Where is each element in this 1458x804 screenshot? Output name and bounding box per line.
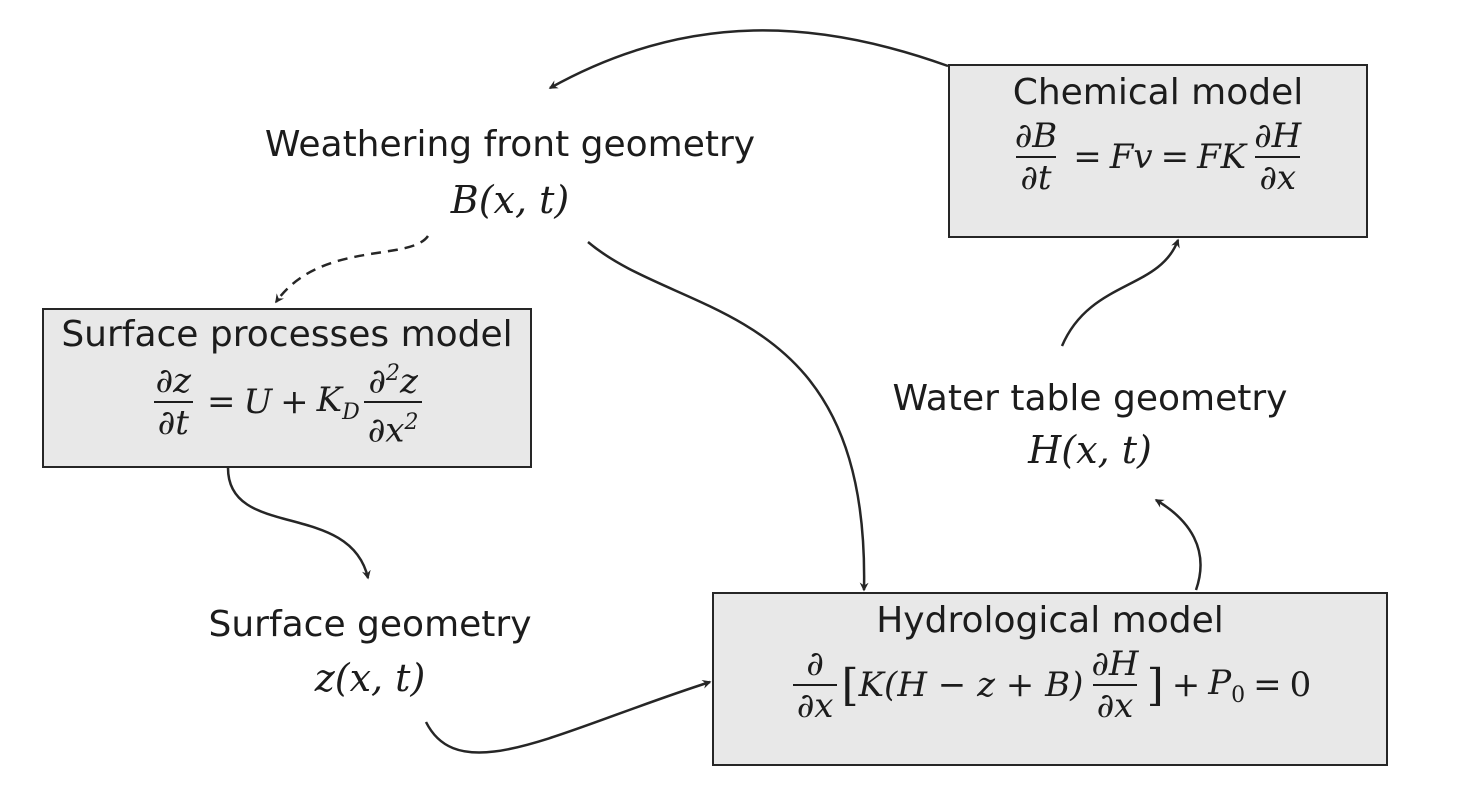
- surface-processes-equation: ∂z ∂t = U + KD ∂2z ∂x2: [44, 356, 530, 449]
- chemical-equation: ∂B ∂t = Fv = FK ∂H ∂x: [950, 118, 1366, 196]
- edge-hydrological-to-water-table: [1154, 498, 1202, 591]
- hydrological-derivative-fraction: ∂ ∂x: [792, 646, 838, 724]
- water-table-title: Water table geometry: [892, 378, 1288, 419]
- water-table-variable: H(x, t): [1028, 428, 1152, 472]
- edge-water-table-to-chemical: [1060, 238, 1180, 347]
- node-surface-processes-model: Surface processes model ∂z ∂t = U + KD ∂…: [42, 308, 532, 468]
- node-water-table: Water table geometry H(x, t): [870, 378, 1310, 472]
- node-surface-geometry: Surface geometry z(x, t): [170, 604, 570, 700]
- surface-variable: z(x, t): [314, 656, 426, 700]
- hydrological-title: Hydrological model: [876, 600, 1224, 641]
- edge-surface-to-hydrological: [424, 680, 712, 754]
- surface-processes-lhs-fraction: ∂z ∂t: [153, 361, 193, 444]
- weathering-variable: B(x, t): [450, 178, 570, 222]
- node-weathering-front: Weathering front geometry B(x, t): [230, 124, 790, 222]
- chemical-title: Chemical model: [1012, 72, 1304, 113]
- hydrological-gradient-fraction: ∂H ∂x: [1091, 644, 1139, 726]
- node-chemical-model: Chemical model ∂B ∂t = Fv = FK ∂H ∂x: [948, 64, 1368, 238]
- chemical-rhs-fraction: ∂H ∂x: [1254, 116, 1302, 198]
- surface-processes-title: Surface processes model: [61, 314, 513, 355]
- surface-processes-rhs-fraction: ∂2z ∂x2: [363, 356, 423, 449]
- edge-chemical-to-weathering: [548, 29, 949, 90]
- edge-surface-processes-to-surface: [226, 467, 371, 580]
- edge-weathering-to-surface-processes: [274, 235, 430, 304]
- node-hydrological-model: Hydrological model ∂ ∂x [ K(H − z + B) ∂…: [712, 592, 1388, 766]
- edge-weathering-to-hydrological: [587, 241, 869, 592]
- surface-title: Surface geometry: [208, 604, 532, 645]
- chemical-lhs-fraction: ∂B ∂t: [1014, 116, 1058, 198]
- hydrological-equation: ∂ ∂x [ K(H − z + B) ∂H ∂x ] + P0 = 0: [714, 646, 1386, 724]
- weathering-title: Weathering front geometry: [264, 124, 756, 165]
